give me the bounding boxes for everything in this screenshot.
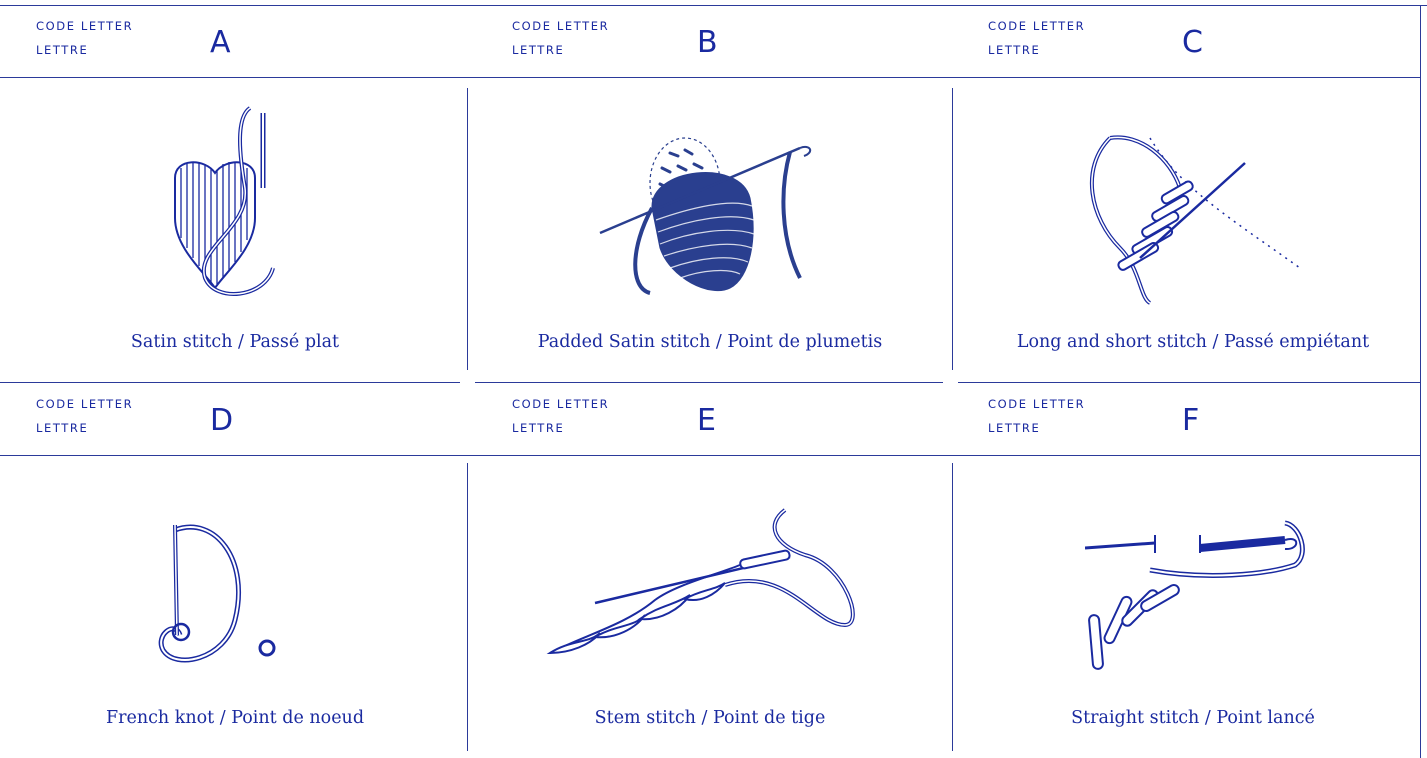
stitch-caption: French knot / Point de noeud: [0, 708, 470, 728]
stitch-caption: Straight stitch / Point lancé: [958, 708, 1427, 728]
right-edge-rule: [1420, 5, 1421, 758]
lettre-label: lettre: [36, 418, 88, 438]
french-knot-icon: [155, 520, 295, 670]
lettre-label: lettre: [36, 40, 88, 60]
divider-1: [467, 88, 468, 370]
mid-rule-a: [0, 382, 460, 383]
lettre-label: lettre: [988, 418, 1040, 438]
lettre-label: lettre: [512, 40, 564, 60]
stitch-letter: C: [1182, 28, 1203, 58]
stitch-letter: B: [697, 28, 718, 58]
code-letter-label: code letter: [988, 16, 1085, 36]
divider-2: [952, 88, 953, 370]
mid-rule-c: [958, 382, 1420, 383]
code-letter-label: code letter: [36, 394, 133, 414]
header-rule-1: [0, 77, 1420, 78]
code-letter-label: code letter: [988, 394, 1085, 414]
code-letter-label: code letter: [512, 16, 609, 36]
straight-stitch-icon: [1085, 515, 1315, 685]
header-rule-2: [0, 455, 1420, 456]
lettre-label: lettre: [512, 418, 564, 438]
code-letter-label: code letter: [512, 394, 609, 414]
stitch-letter: E: [697, 406, 716, 436]
stitch-letter: D: [210, 406, 233, 436]
mid-rule-b: [475, 382, 943, 383]
stitch-letter: F: [1182, 406, 1199, 436]
stem-stitch-icon: [545, 505, 865, 665]
lettre-label: lettre: [988, 40, 1040, 60]
long-short-stitch-icon: [1080, 128, 1310, 308]
satin-stitch-icon: [155, 98, 315, 318]
padded-satin-stitch-icon: [590, 128, 830, 308]
stitch-caption: Padded Satin stitch / Point de plumetis: [475, 332, 945, 352]
top-rule: [0, 5, 1427, 6]
stitch-caption: Satin stitch / Passé plat: [0, 332, 470, 352]
stitch-letter: A: [210, 28, 231, 58]
stitch-caption: Long and short stitch / Passé empiétant: [958, 332, 1427, 352]
divider-4: [952, 463, 953, 751]
code-letter-label: code letter: [36, 16, 133, 36]
stitch-caption: Stem stitch / Point de tige: [475, 708, 945, 728]
